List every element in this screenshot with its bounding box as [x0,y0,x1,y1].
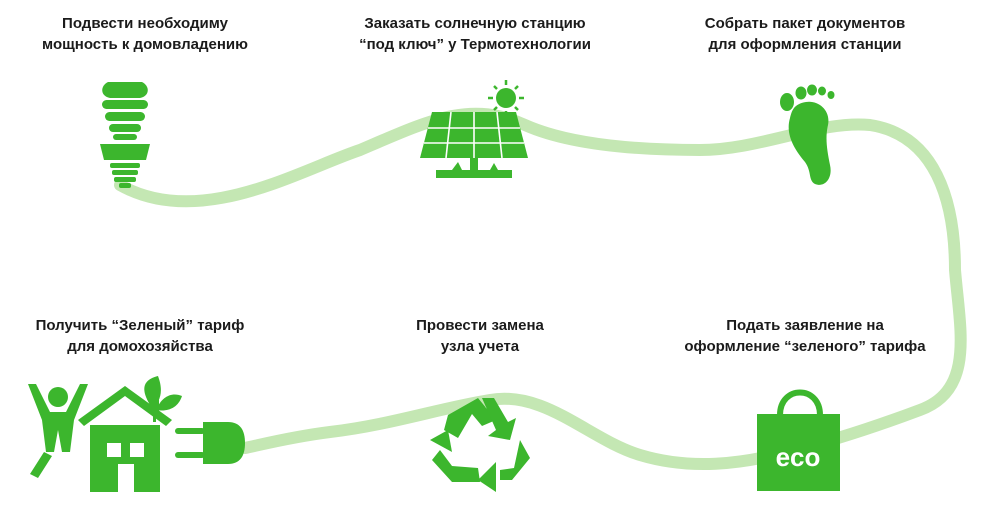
green-house-icon [28,376,182,492]
plug-icon [175,422,245,464]
step-2-label: Заказать солнечную станцию “под ключ” у … [330,13,620,55]
eco-label: eco [776,442,821,472]
eco-bag-icon: eco [757,389,840,491]
footprint-icon [780,84,835,185]
step-3-label: Собрать пакет документов для оформления … [680,13,930,55]
step-6-line-1: Получить “Зеленый” тариф [35,317,245,334]
step-3-line-2: для оформления станции [708,36,902,53]
step-5-label: Провести замена узла учета [380,315,580,357]
step-4-line-1: Подать заявление на [726,317,884,334]
step-4-line-2: оформление “зеленого” тарифа [684,338,926,355]
connecting-path [114,107,967,471]
solar-panel-icon [420,80,528,178]
step-2-line-2: “под ключ” у Термотехнологии [359,36,591,53]
step-1-label: Подвести необходиму мощность к домовладе… [20,13,270,55]
step-3-line-1: Собрать пакет документов [704,15,906,32]
step-5-line-1: Провести замена [416,317,544,334]
recycle-icon [430,398,530,492]
step-1-line-2: мощность к домовладению [42,36,248,53]
step-1-line-1: Подвести необходиму [62,15,228,32]
step-5-line-2: узла учета [440,338,520,355]
step-2-line-1: Заказать солнечную станцию [364,15,586,32]
bulb-icon [100,82,150,188]
step-6-label: Получить “Зеленый” тариф для домохозяйст… [10,315,270,357]
step-4-label: Подать заявление на оформление “зеленого… [660,315,950,357]
step-6-line-2: для домохозяйства [67,338,213,355]
